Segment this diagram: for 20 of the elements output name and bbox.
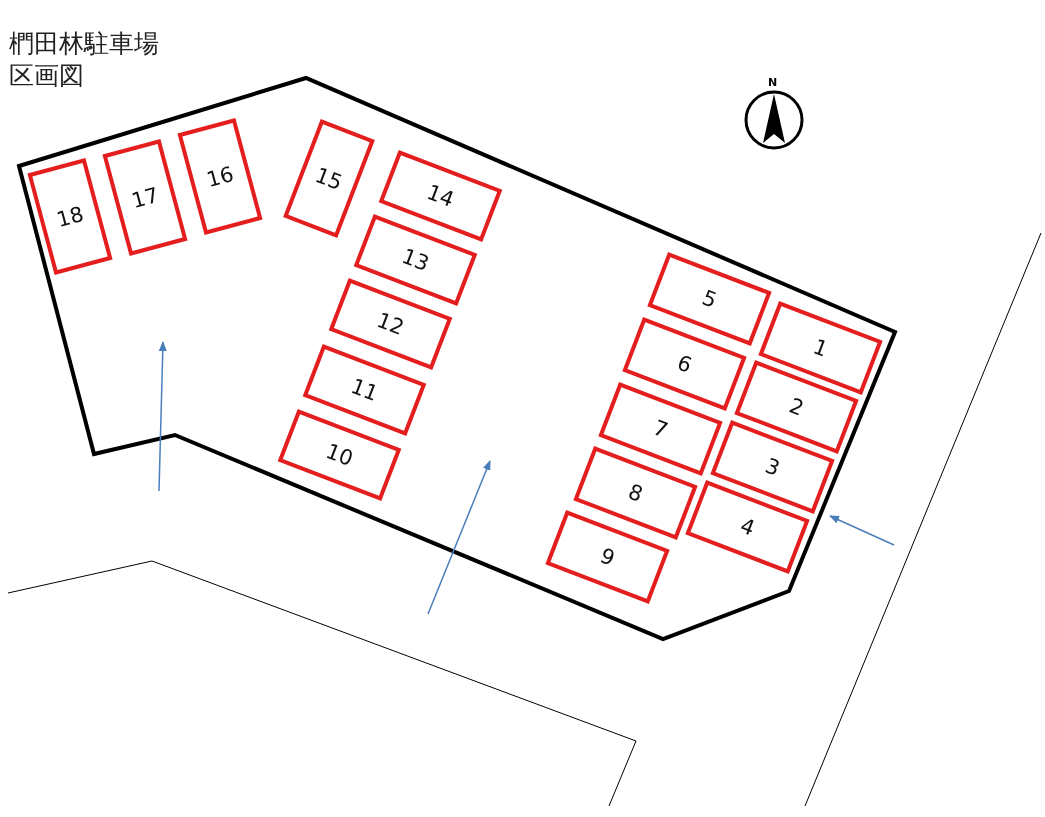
parking-space: 5 [646,252,772,346]
parking-space: 8 [572,446,698,540]
parking-space: 3 [709,420,835,514]
parking-space: 14 [378,149,502,243]
parking-space: 10 [277,408,401,502]
parking-space: 13 [353,213,477,307]
parking-space: 2 [733,360,859,454]
parking-space: 9 [544,510,670,604]
parking-space: 4 [684,480,810,574]
parking-space: 12 [328,277,452,371]
parking-space: 7 [597,382,723,476]
parking-space: 1 [757,301,883,395]
north-label: N [768,77,778,89]
parking-space: 18 [27,157,113,275]
parking-space: 11 [302,343,426,437]
parking-space: 15 [283,118,375,238]
parking-space: 17 [102,138,188,256]
parking-space: 6 [621,317,747,411]
parking-space: 16 [177,117,263,235]
title: 椚田林駐車場区画図 [9,28,160,92]
